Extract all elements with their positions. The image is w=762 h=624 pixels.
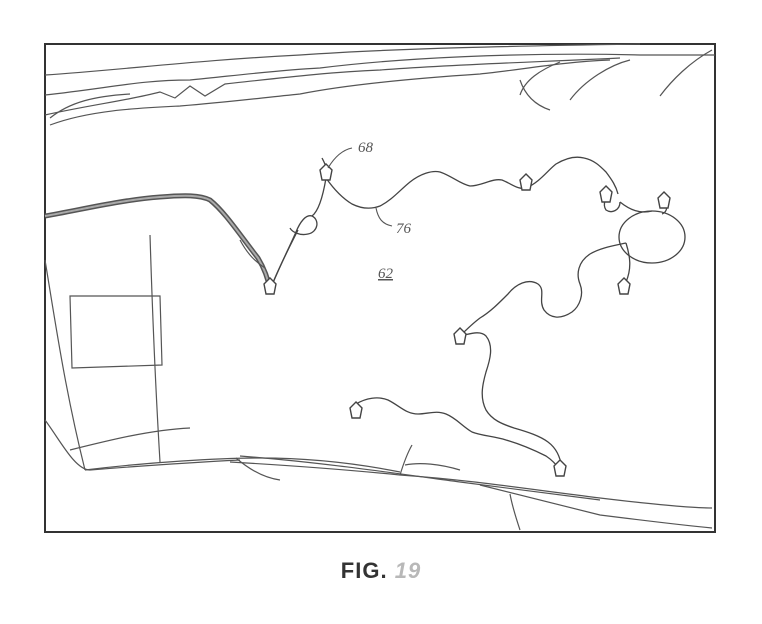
ref-label-68: 68 [358, 140, 374, 156]
clip-left-thick [263, 277, 277, 295]
electrode-clips [263, 163, 671, 477]
clip-upper-right [657, 191, 671, 209]
ref-label-62: 62 [378, 266, 394, 282]
background-sketch-lines [44, 43, 715, 531]
clip-right-lower [617, 277, 631, 295]
clip-top-mid [519, 173, 533, 191]
clip-68 [319, 163, 333, 181]
caption-number: 19 [394, 558, 422, 583]
figure-frame [44, 43, 716, 533]
clip-lower-left [349, 401, 363, 419]
electrode-wire-network [269, 156, 686, 471]
figure-caption: FIG. 19 [0, 558, 762, 584]
caption-prefix: FIG. [340, 558, 388, 583]
clip-top-right [599, 185, 613, 203]
clip-middle [453, 327, 467, 345]
clip-bottom [553, 459, 567, 477]
ref-label-76: 76 [396, 221, 412, 237]
